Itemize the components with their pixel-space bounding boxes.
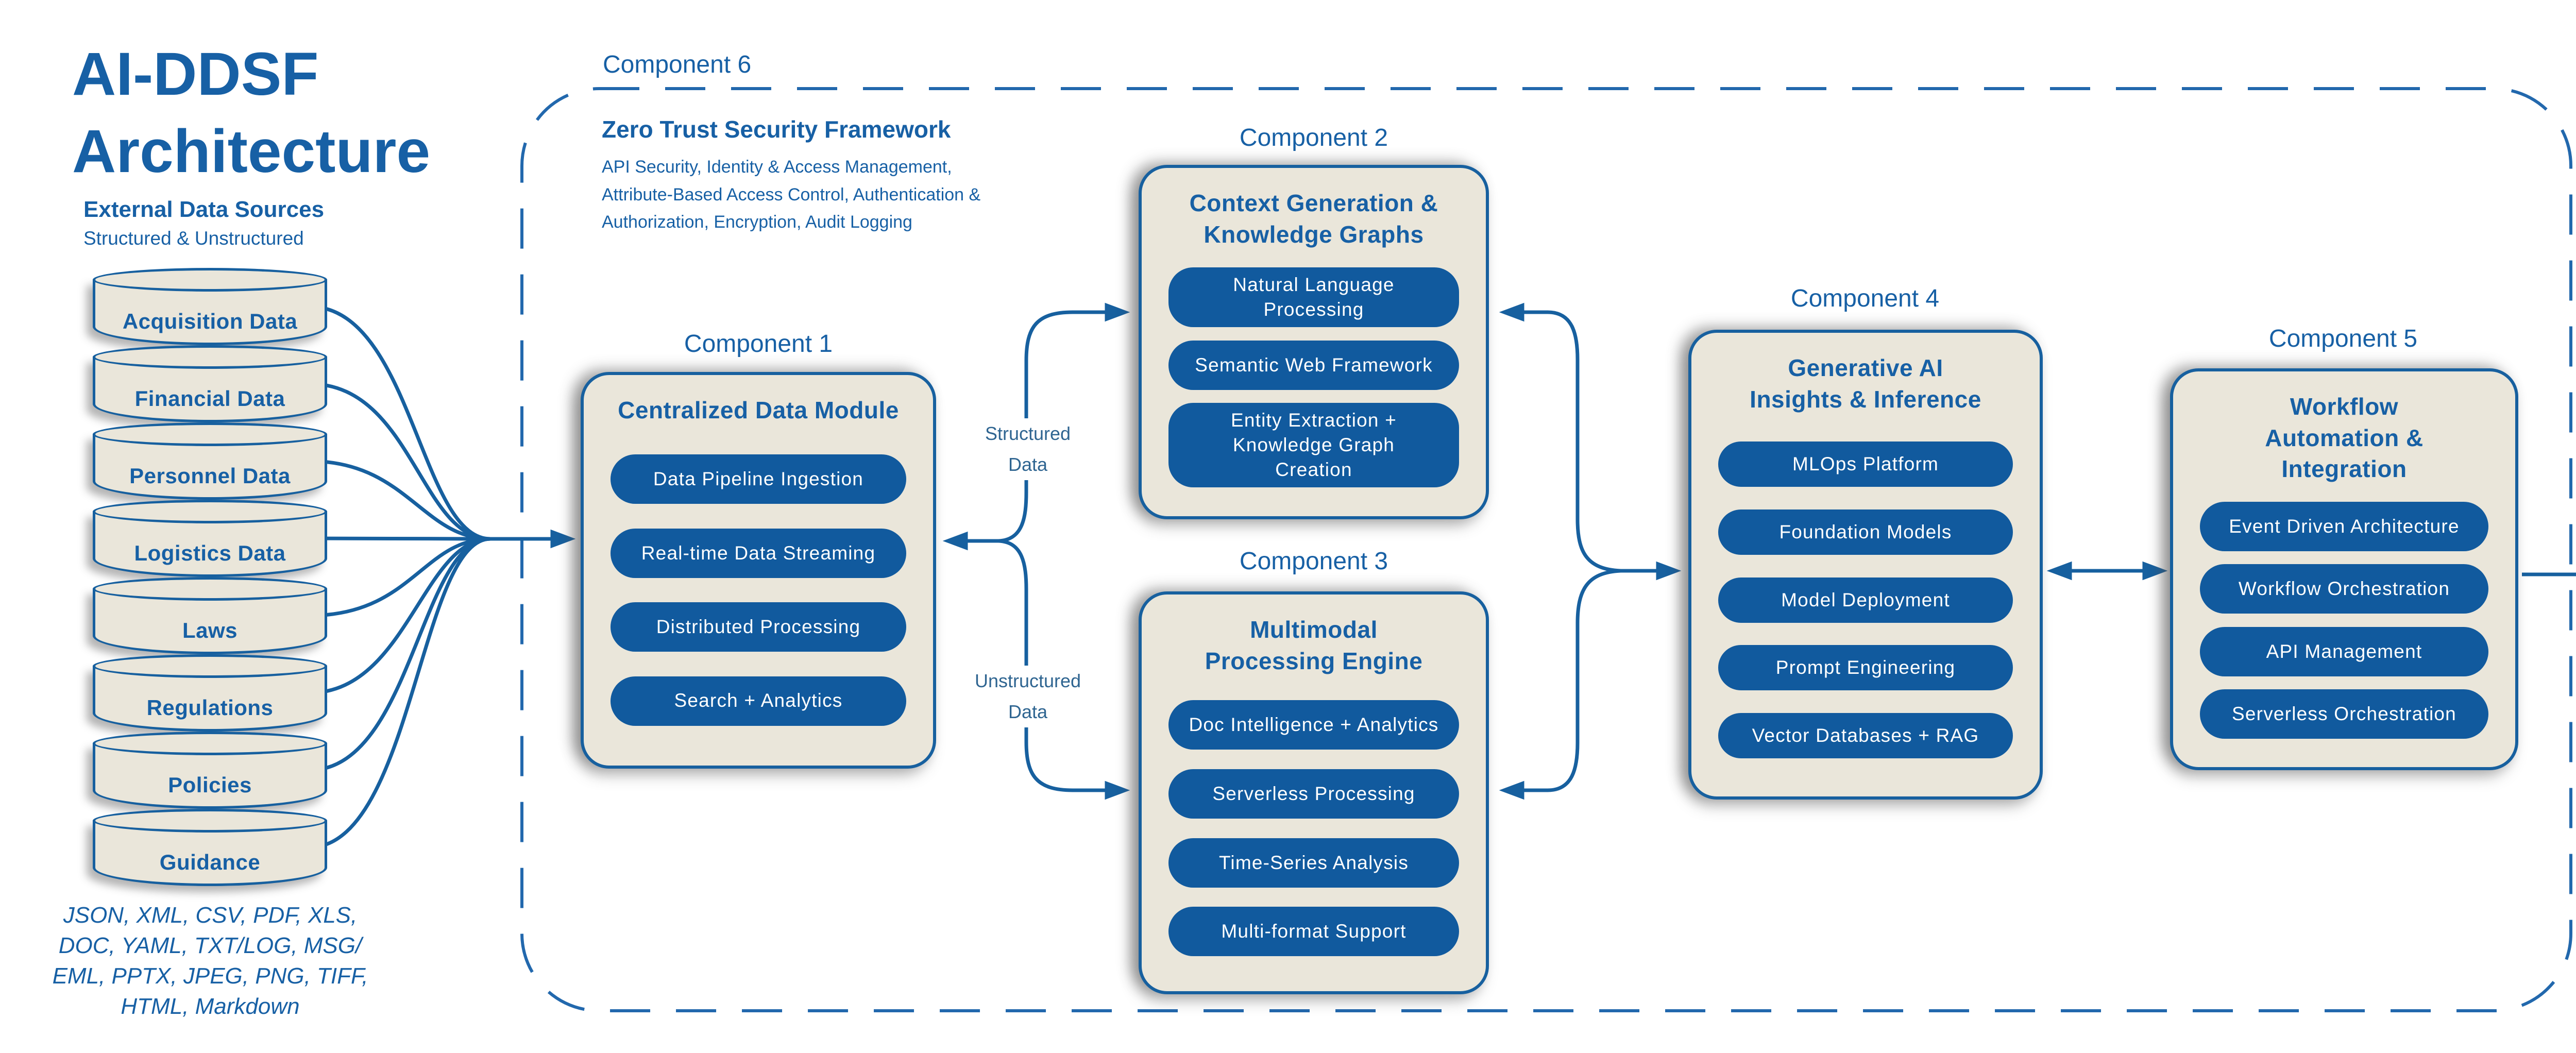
database-cylinder-logistics: Logistics Data <box>93 500 327 577</box>
component3-panel: Multimodal Processing Engine Doc Intelli… <box>1139 591 1489 994</box>
unstructured-data-label: Unstructured Data <box>935 666 1121 727</box>
component1-to-c2-c3-brace <box>942 302 1130 800</box>
pill-serverless-processing: Serverless Processing <box>1168 769 1459 819</box>
component2-panel: Context Generation & Knowledge Graphs Na… <box>1139 165 1489 519</box>
pill-doc-intelligence-analytics: Doc Intelligence + Analytics <box>1168 700 1459 750</box>
pill-model-deployment: Model Deployment <box>1718 577 2013 623</box>
database-cylinder-financial: Financial Data <box>93 345 327 422</box>
data-source-fan-in <box>309 304 576 850</box>
pill-distributed-processing: Distributed Processing <box>611 602 906 652</box>
outputs-description: Visualizations, Automations, Workflows, … <box>2550 294 2576 382</box>
external-sources-heading: External Data Sources <box>83 197 325 222</box>
c2-c3-to-component4-brace <box>1499 302 1682 800</box>
pill-realtime-data-streaming: Real-time Data Streaming <box>611 528 906 578</box>
cylinder-top <box>93 577 327 601</box>
pill-data-pipeline-ingestion: Data Pipeline Ingestion <box>611 454 906 504</box>
pill-semantic-web-framework: Semantic Web Framework <box>1168 340 1459 390</box>
cylinder-top <box>93 809 327 833</box>
pill-api-management: API Management <box>2200 626 2488 676</box>
pill-natural-language-processing: Natural Language Processing <box>1168 267 1459 328</box>
pill-vector-databases-rag: Vector Databases + RAG <box>1718 713 2013 759</box>
cylinder-top <box>93 268 327 292</box>
database-cylinder-laws: Laws <box>93 577 327 654</box>
pill-entity-extraction-knowledge-graph: Entity Extraction + Knowledge Graph Crea… <box>1168 403 1459 488</box>
component4-panel: Generative AI Insights & Inference MLOps… <box>1688 330 2043 800</box>
pill-search-analytics: Search + Analytics <box>611 676 906 726</box>
pill-event-driven-architecture: Event Driven Architecture <box>2200 502 2488 552</box>
cylinder-top <box>93 422 327 446</box>
database-cylinder-acquisition: Acquisition Data <box>93 268 327 345</box>
page-title: AI-DDSF Architecture <box>72 40 431 185</box>
pill-mlops-platform: MLOps Platform <box>1718 441 2013 487</box>
external-sources-subheading: Structured & Unstructured <box>83 228 304 249</box>
component4-heading: Generative AI Insights & Inference <box>1750 354 1981 413</box>
pill-workflow-orchestration: Workflow Orchestration <box>2200 564 2488 614</box>
database-cylinder-policies: Policies <box>93 732 327 809</box>
component6-label: Component 6 <box>603 51 752 78</box>
pill-prompt-engineering: Prompt Engineering <box>1718 645 2013 691</box>
component5-label: Component 5 <box>2268 325 2418 352</box>
pill-serverless-orchestration: Serverless Orchestration <box>2200 689 2488 739</box>
pill-time-series-analysis: Time-Series Analysis <box>1168 838 1459 888</box>
database-cylinder-guidance: Guidance <box>93 809 327 886</box>
component4-label: Component 4 <box>1790 285 1940 312</box>
component2-heading: Context Generation & Knowledge Graphs <box>1189 190 1438 248</box>
component1-label: Component 1 <box>684 330 833 358</box>
structured-data-label: Structured Data <box>935 418 1121 480</box>
component3-heading: Multimodal Processing Engine <box>1205 616 1423 674</box>
pill-foundation-models: Foundation Models <box>1718 509 2013 555</box>
cylinder-top <box>93 500 327 523</box>
database-cylinder-regulations: Regulations <box>93 654 327 732</box>
zero-trust-boundary <box>520 87 2572 1012</box>
component1-panel: Centralized Data Module Data Pipeline In… <box>581 372 936 769</box>
zero-trust-description: API Security, Identity & Access Manageme… <box>602 157 981 232</box>
database-cylinder-personnel: Personnel Data <box>93 422 327 500</box>
component1-heading: Centralized Data Module <box>618 397 899 423</box>
cylinder-top <box>93 345 327 369</box>
component5-panel: Workflow Automation & Integration Event … <box>2170 368 2518 770</box>
component2-label: Component 2 <box>1239 124 1388 151</box>
component3-label: Component 3 <box>1239 548 1388 575</box>
file-formats-list: JSON, XML, CSV, PDF, XLS, DOC, YAML, TXT… <box>52 903 368 1019</box>
pill-multi-format-support: Multi-format Support <box>1168 907 1459 957</box>
zero-trust-heading: Zero Trust Security Framework <box>602 116 951 143</box>
component5-heading: Workflow Automation & Integration <box>2265 393 2424 483</box>
cylinder-top <box>93 654 327 678</box>
cylinder-top <box>93 732 327 755</box>
outputs-heading: Outputs <box>2550 258 2576 286</box>
